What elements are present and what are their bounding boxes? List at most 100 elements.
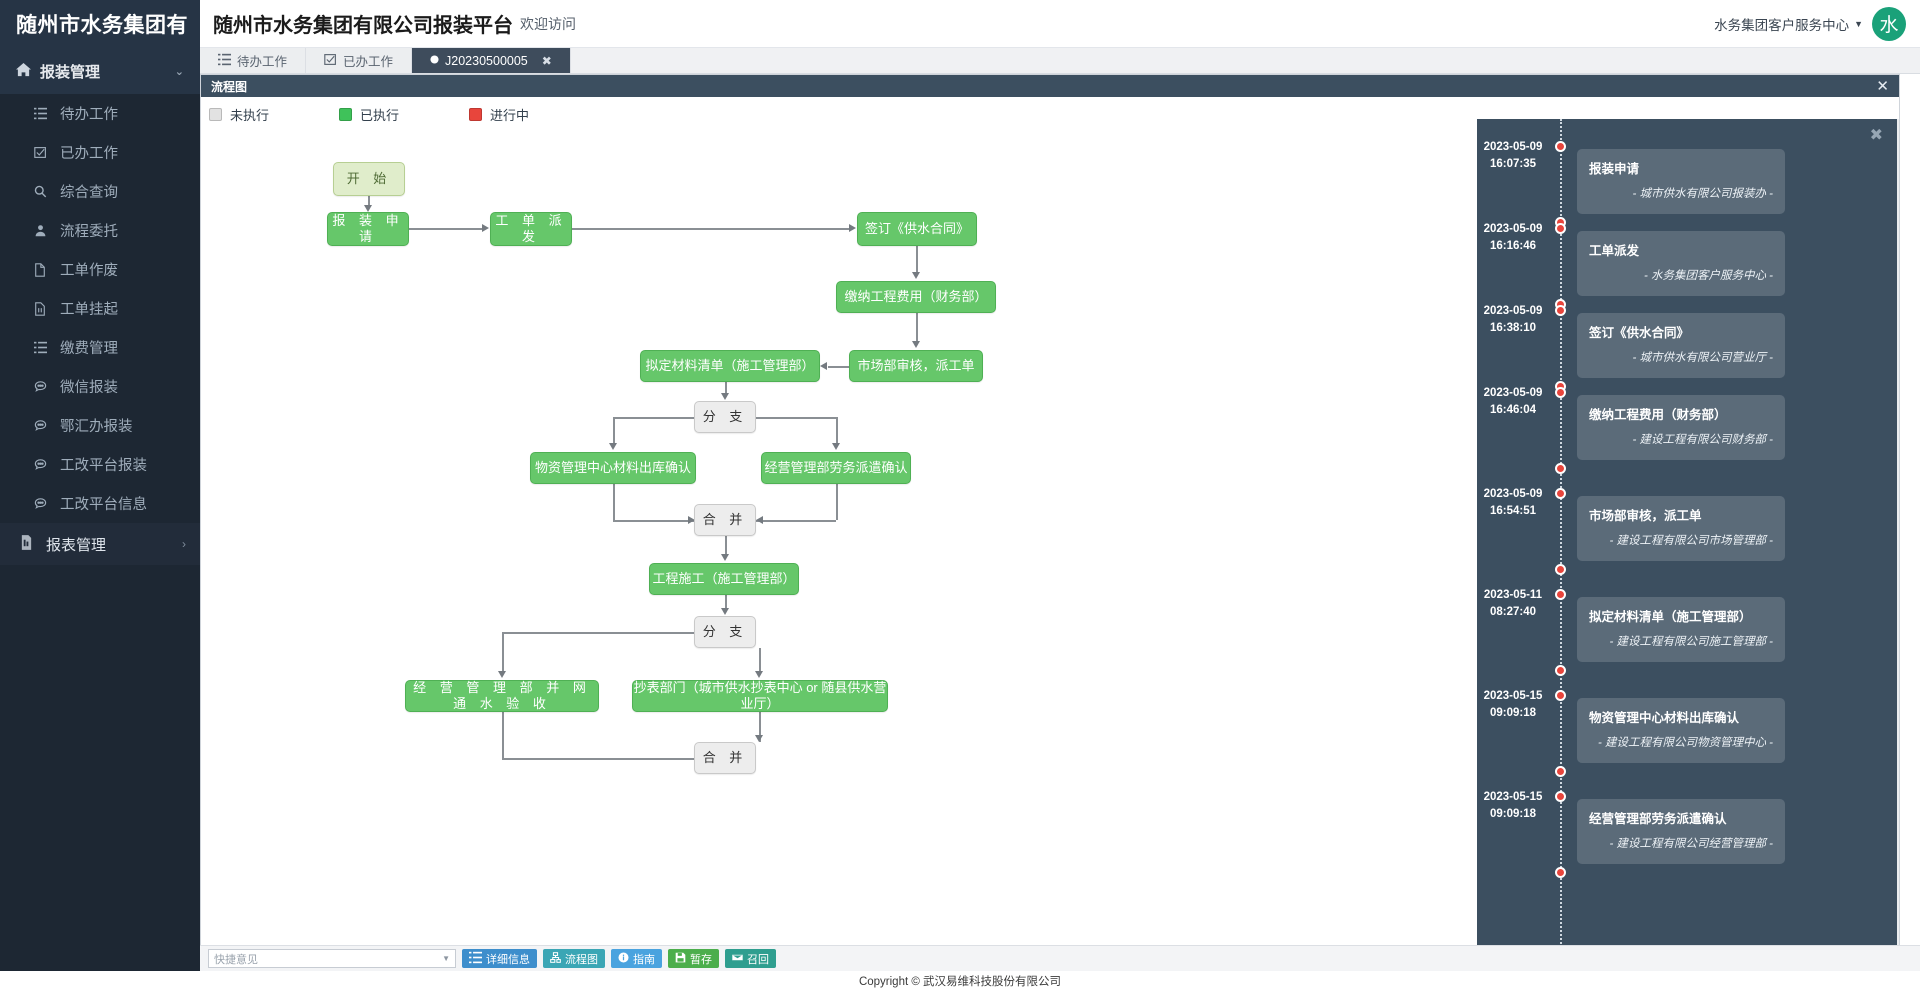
flow-node-branch2[interactable]: 分 支 <box>694 616 756 648</box>
legend-swatch <box>339 108 353 121</box>
file-pause-icon <box>34 301 60 316</box>
sidebar-item-9[interactable]: 工改平台报装 <box>0 445 200 484</box>
sidebar-item-3[interactable]: 流程委托 <box>0 211 200 250</box>
legend-item-1: 已执行 <box>339 105 399 124</box>
flow-node-dispatch[interactable]: 工 单 派 发 <box>490 212 572 246</box>
flow-node-contract[interactable]: 签订《供水合同》 <box>857 212 977 246</box>
timeline-time: 16:54:51 <box>1489 505 1537 517</box>
back-icon <box>732 952 743 966</box>
flow-edge <box>613 484 615 520</box>
tab-1[interactable]: 已办工作 <box>306 48 413 73</box>
sidebar-item-8[interactable]: 鄂汇办报装 <box>0 406 200 445</box>
tab-label: 待办工作 <box>237 55 288 69</box>
timeline-card[interactable]: 市场部审核，派工单- 建设工程有限公司市场管理部 - <box>1577 496 1785 561</box>
timeline-card[interactable]: 经营管理部劳务派遣确认- 建设工程有限公司经营管理部 - <box>1577 799 1785 864</box>
header-right: 水务集团客户服务中心 ▼ 水 <box>1714 6 1920 41</box>
chevron-down-icon: ▼ <box>442 954 450 963</box>
save-icon <box>675 952 686 966</box>
process-timeline[interactable]: ✖ 2023-05-09 16:07:35 报装申请- 城市供水有限公司报装办 - 2… <box>1477 119 1897 965</box>
toolbar-button-4[interactable]: 召回 <box>725 949 776 968</box>
flow-node-jy[interactable]: 经营管理部劳务派遣确认 <box>761 452 911 484</box>
flowchart-canvas[interactable]: 开 始报 装 申 请 工 单 派 发 签订《供水合同》缴纳工程费用（财务部） 市场部审… <box>205 135 1463 963</box>
timeline-card[interactable]: 拟定材料清单（施工管理部）- 建设工程有限公司施工管理部 - <box>1577 597 1785 662</box>
tab-close-icon[interactable]: ✖ <box>541 53 552 68</box>
timeline-time: 16:07:35 <box>1489 158 1537 170</box>
timeline-card[interactable]: 报装申请- 城市供水有限公司报装办 - <box>1577 149 1785 214</box>
flow-node-jygl[interactable]: 经 营 管 理 部 并 网 通 水 验 收 <box>405 680 599 712</box>
timeline-time: 09:09:18 <box>1489 808 1537 820</box>
sidebar-item-label: 流程委托 <box>60 224 118 240</box>
flow-arrow <box>721 608 729 615</box>
sidebar-item-6[interactable]: 缴费管理 <box>0 328 200 367</box>
flow-edge <box>613 417 695 419</box>
timeline-card-title: 经营管理部劳务派遣确认 <box>1589 812 1727 826</box>
timeline-card-title: 工单派发 <box>1589 244 1640 258</box>
timeline-rail <box>1560 119 1562 965</box>
flow-edge <box>916 313 918 342</box>
tab-0[interactable]: 待办工作 <box>200 48 307 73</box>
timeline-dot <box>1555 141 1566 152</box>
flow-arrow <box>721 554 729 561</box>
timeline-card-org: - 城市供水有限公司营业厅 - <box>1632 352 1773 364</box>
flow-edge <box>756 417 836 419</box>
sidebar-item-4[interactable]: 工单作废 <box>0 250 200 289</box>
flow-node-fee[interactable]: 缴纳工程费用（财务部） <box>836 281 996 313</box>
flow-node-gcsg[interactable]: 工程施工（施工管理部） <box>649 563 799 595</box>
flow-node-start[interactable]: 开 始 <box>333 162 405 196</box>
timeline-card[interactable]: 缴纳工程费用（财务部）- 建设工程有限公司财务部 - <box>1577 395 1785 460</box>
timeline-time: 16:38:10 <box>1489 322 1537 334</box>
timeline-dot-end <box>1555 766 1566 777</box>
flow-edge <box>836 484 838 520</box>
quick-opinion-select[interactable]: 快捷意见 ▼ <box>208 949 456 968</box>
avatar[interactable]: 水 <box>1872 6 1906 41</box>
tab-2[interactable]: J20230500005✖ <box>412 48 571 73</box>
flow-node-branch1[interactable]: 分 支 <box>694 401 756 433</box>
sidebar-item-2[interactable]: 综合查询 <box>0 172 200 211</box>
report-icon <box>20 534 46 554</box>
sidebar-group-baozhuang[interactable]: 报装管理 ⌄ <box>0 48 200 94</box>
legend-label: 已执行 <box>360 108 400 123</box>
sidebar-item-1[interactable]: 已办工作 <box>0 133 200 172</box>
flow-node-merge2[interactable]: 合 并 <box>694 742 756 774</box>
flow-node-wz[interactable]: 物资管理中心材料出库确认 <box>530 452 696 484</box>
current-user-label[interactable]: 水务集团客户服务中心 <box>1714 17 1850 33</box>
toolbar-button-3[interactable]: 暂存 <box>668 949 719 968</box>
flow-node-apply[interactable]: 报 装 申 请 <box>327 212 409 246</box>
timeline-card-title: 报装申请 <box>1589 162 1640 176</box>
timeline-card-title: 市场部审核，派工单 <box>1589 509 1702 523</box>
chevron-down-icon[interactable]: ▼ <box>1854 18 1863 29</box>
chat-icon <box>34 458 60 471</box>
timeline-close-icon[interactable]: ✖ <box>1869 127 1883 144</box>
sidebar-item-7[interactable]: 微信报装 <box>0 367 200 406</box>
flow-node-merge1[interactable]: 合 并 <box>694 504 756 536</box>
flow-edge <box>572 228 849 230</box>
flow-node-material[interactable]: 拟定材料清单（施工管理部） <box>640 350 820 382</box>
flow-node-market[interactable]: 市场部审核，派工单 <box>849 350 983 382</box>
sidebar-brand: 随州市水务集团有 <box>0 0 200 48</box>
timeline-card[interactable]: 物资管理中心材料出库确认- 建设工程有限公司物资管理中心 - <box>1577 698 1785 763</box>
flow-arrow <box>688 516 695 524</box>
chat-icon <box>34 497 60 510</box>
timeline-card-org: - 水务集团客户服务中心 - <box>1643 270 1773 282</box>
flow-node-cbbm[interactable]: 抄表部门（城市供水抄表中心 or 随县供水营业厅） <box>632 680 888 712</box>
flow-arrow <box>721 393 729 400</box>
chevron-right-icon: › <box>182 537 186 551</box>
timeline-date: 2023-05-09 <box>1483 223 1543 235</box>
sidebar-item-baobiao[interactable]: 报表管理 › <box>0 523 200 565</box>
close-icon[interactable]: ✕ <box>1876 78 1889 95</box>
sidebar-item-10[interactable]: 工改平台信息 <box>0 484 200 523</box>
sidebar-item-5[interactable]: 工单挂起 <box>0 289 200 328</box>
toolbar-button-0[interactable]: 详细信息 <box>462 949 537 968</box>
toolbar-button-1[interactable]: 流程图 <box>543 949 605 968</box>
timeline-card[interactable]: 工单派发- 水务集团客户服务中心 - <box>1577 231 1785 296</box>
legend-label: 进行中 <box>490 108 530 123</box>
timeline-card[interactable]: 签订《供水合同》- 城市供水有限公司营业厅 - <box>1577 313 1785 378</box>
sidebar-item-0[interactable]: 待办工作 <box>0 94 200 133</box>
toolbar-button-label: 暂存 <box>690 953 712 966</box>
toolbar-button-2[interactable]: 指南 <box>611 949 662 968</box>
sidebar-sub-label: 报表管理 <box>46 536 107 554</box>
timeline-card-title: 拟定材料清单（施工管理部） <box>1589 610 1752 624</box>
flow-edge <box>759 712 761 742</box>
